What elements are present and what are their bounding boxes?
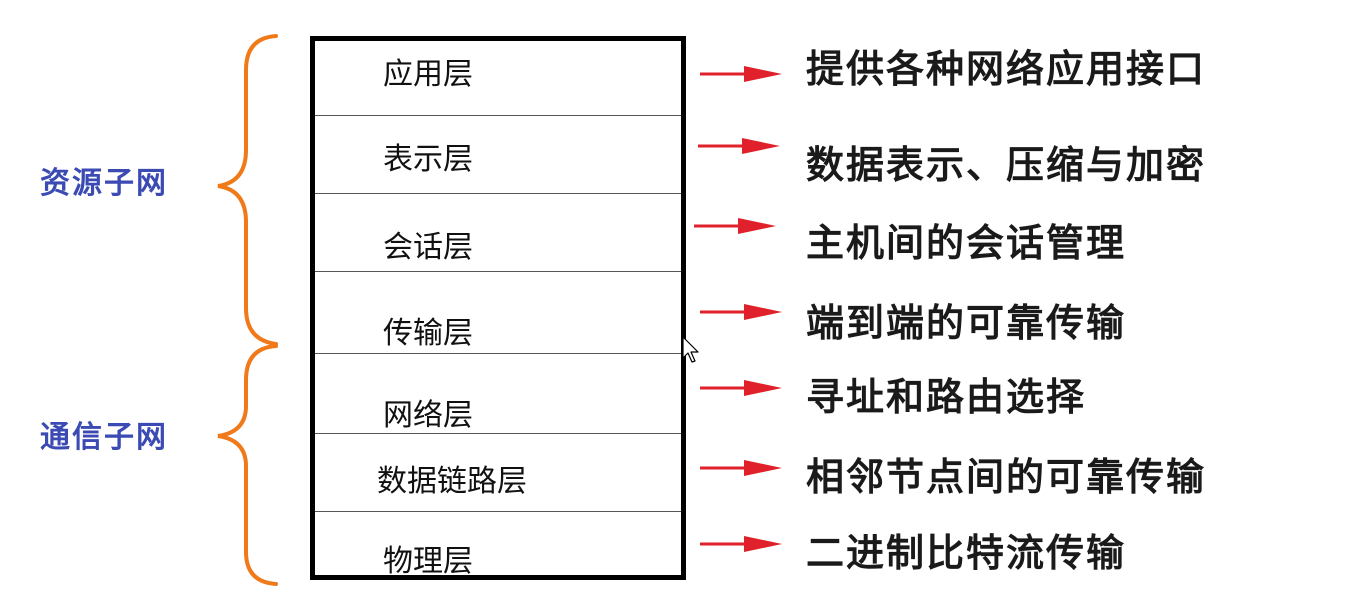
resource-subnet-label: 资源子网 [40, 166, 168, 201]
layer-session: 会话层 [315, 193, 681, 271]
layer-name-transport: 传输层 [383, 316, 473, 351]
layer-name-data-link: 数据链路层 [377, 464, 527, 499]
layer-name-network: 网络层 [383, 398, 473, 433]
function-presentation: 数据表示、压缩与加密 [806, 143, 1207, 187]
arrow-network [700, 378, 784, 398]
function-application: 提供各种网络应用接口 [806, 47, 1207, 91]
layer-presentation: 表示层 [315, 115, 681, 193]
arrow-data-link [700, 458, 784, 478]
layer-data-link: 数据链路层 [315, 433, 681, 511]
function-transport: 端到端的可靠传输 [806, 301, 1127, 345]
layer-name-presentation: 表示层 [383, 142, 473, 177]
arrow-application [700, 64, 784, 84]
arrow-session [694, 216, 778, 236]
function-data-link: 相邻节点间的可靠传输 [806, 455, 1207, 499]
layer-name-physical: 物理层 [383, 544, 473, 579]
arrow-presentation [698, 136, 782, 156]
function-session: 主机间的会话管理 [806, 221, 1127, 265]
resource-subnet-brace [217, 34, 278, 346]
layer-physical: 物理层 [315, 511, 681, 585]
function-physical: 二进制比特流传输 [806, 531, 1127, 575]
layer-transport: 传输层 [315, 271, 681, 353]
communication-subnet-brace [217, 344, 278, 586]
function-network: 寻址和路由选择 [806, 375, 1087, 419]
arrow-transport [700, 302, 784, 322]
layer-name-session: 会话层 [383, 230, 473, 265]
layer-name-application: 应用层 [383, 57, 473, 92]
layer-network: 网络层 [315, 353, 681, 433]
arrow-physical [700, 534, 784, 554]
communication-subnet-label: 通信子网 [40, 420, 168, 455]
mouse-pointer-icon [682, 336, 699, 363]
osi-layer-stack: 应用层 表示层 会话层 传输层 网络层 数据链路层 物理层 [310, 36, 686, 580]
group-braces [217, 34, 278, 586]
layer-application: 应用层 [315, 41, 681, 115]
